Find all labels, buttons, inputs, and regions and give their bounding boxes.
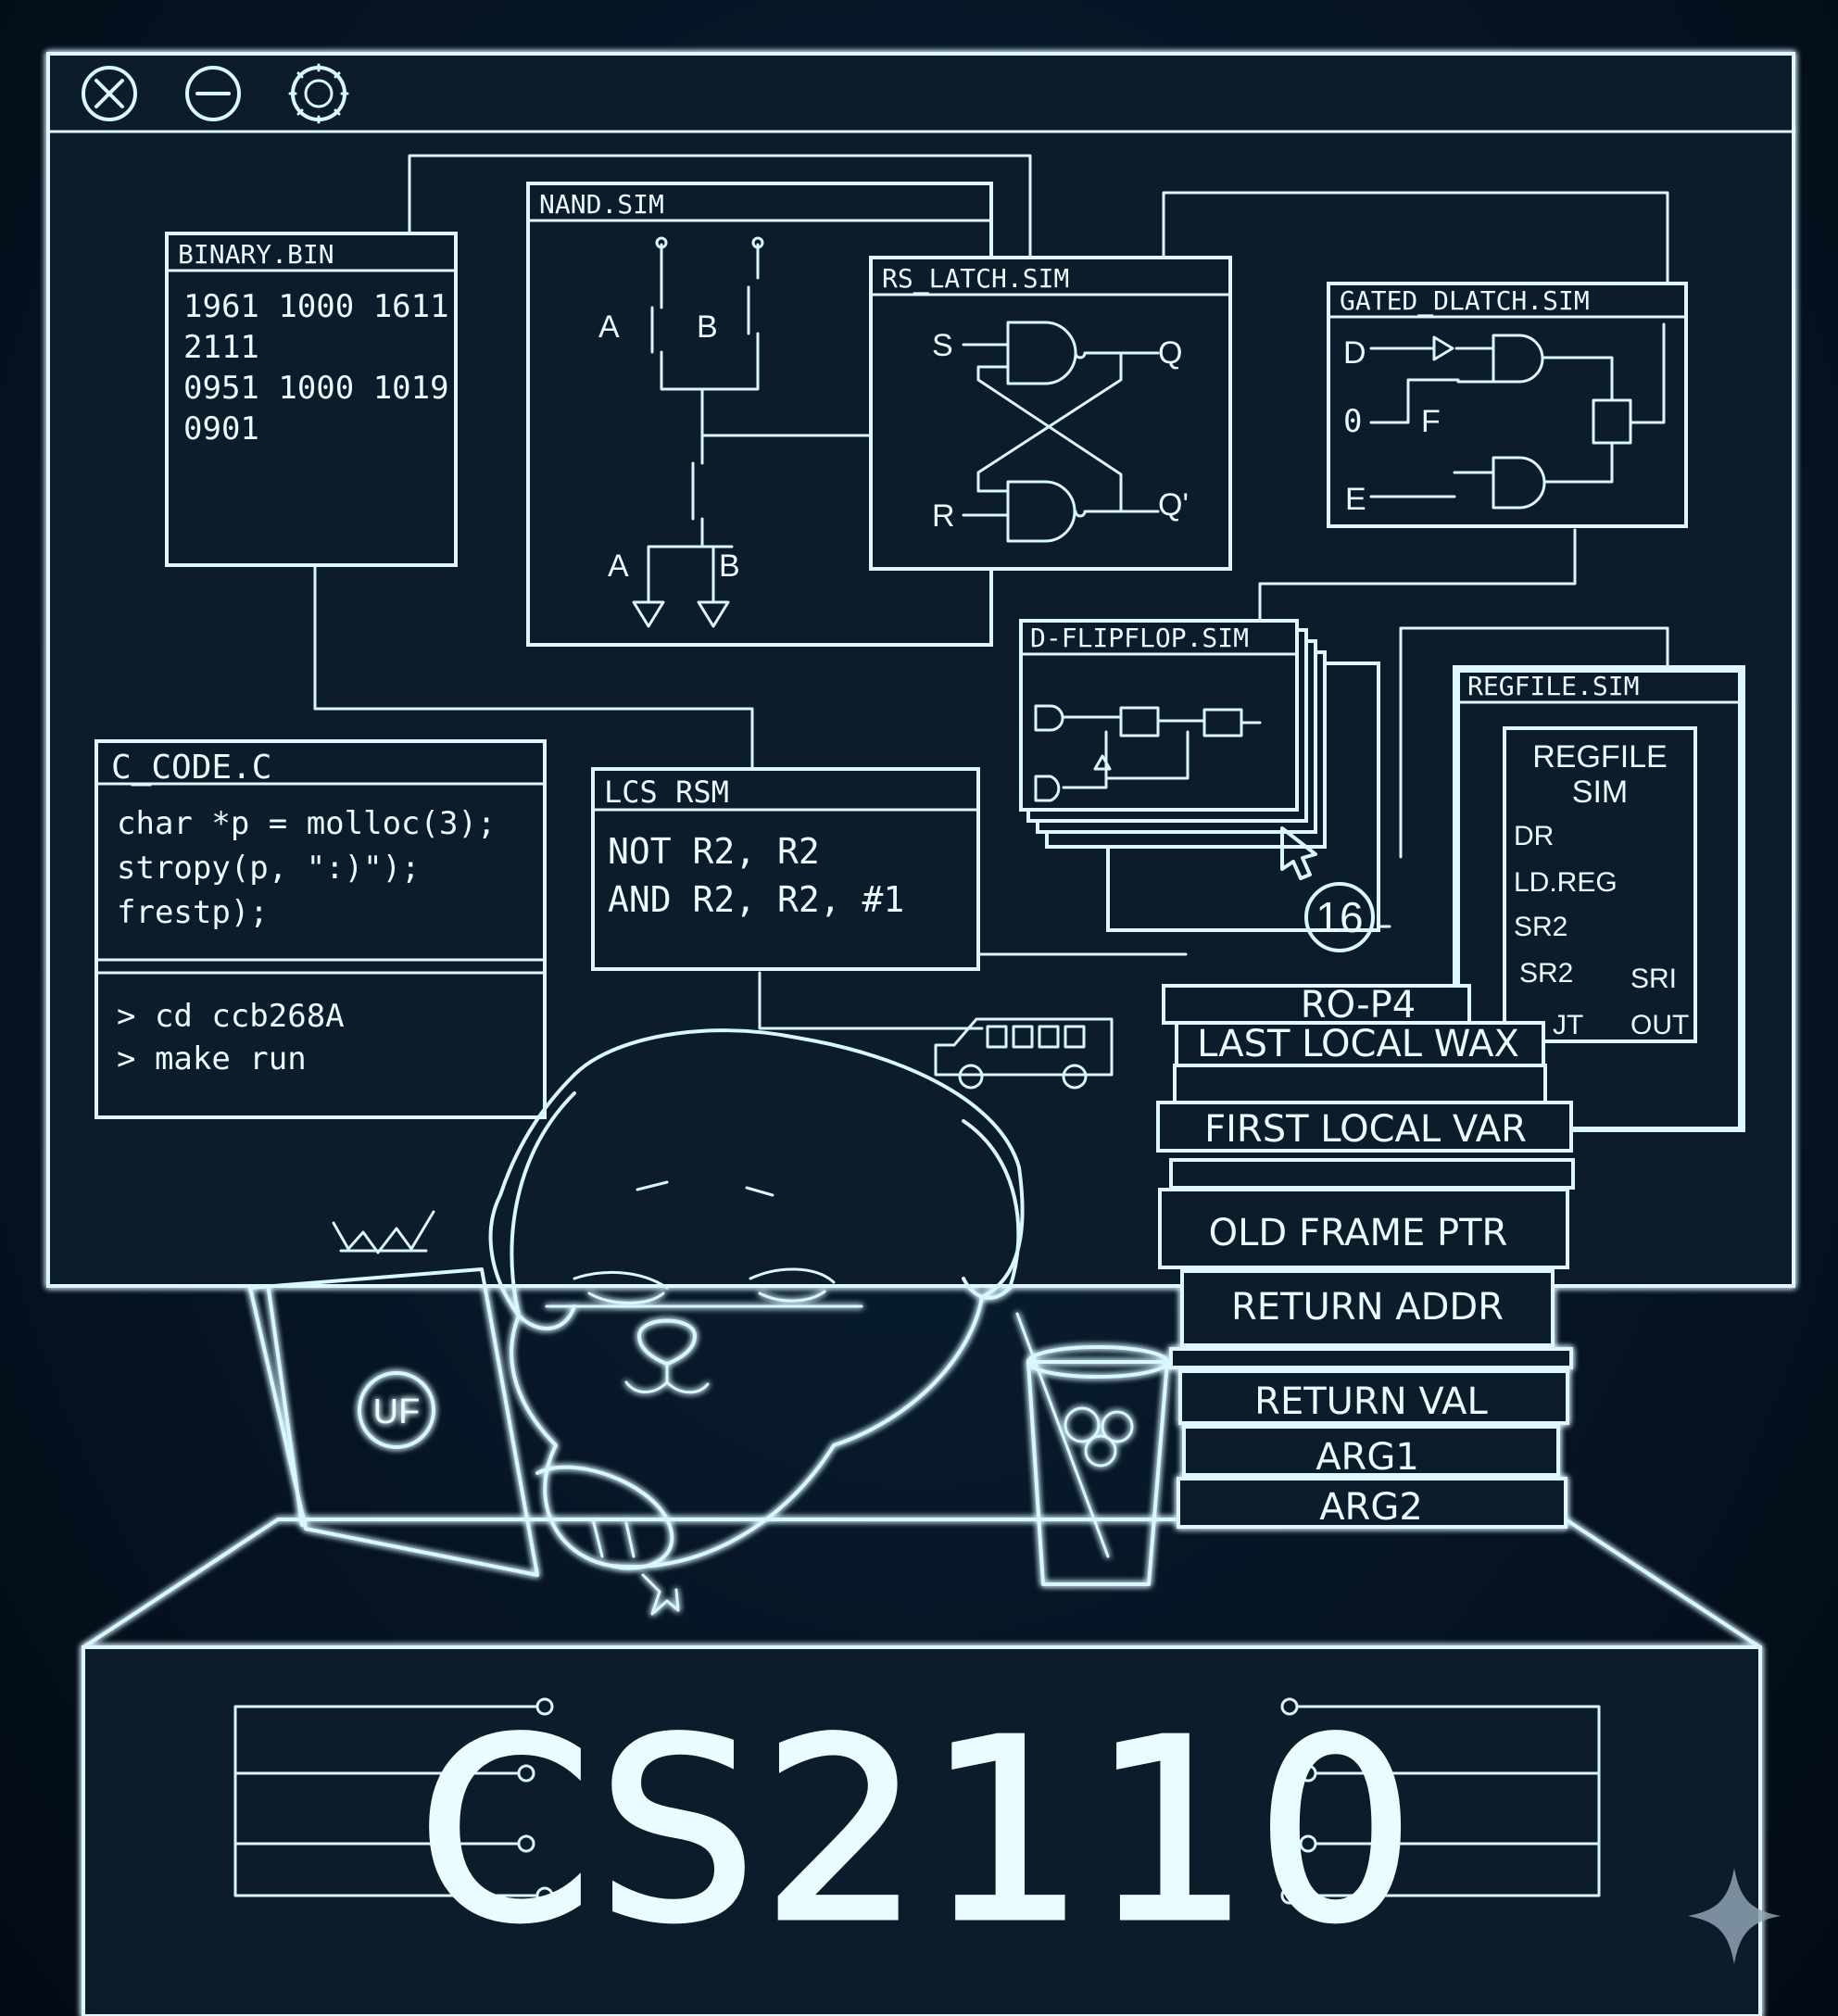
regfile-row: SR2 bbox=[1519, 958, 1573, 989]
code-line: char *p = molloc(3); bbox=[117, 805, 496, 842]
book bbox=[1180, 1269, 1555, 1347]
gated-dlatch-window[interactable]: GATED_DLATCH.SIM D 0 F E bbox=[1327, 282, 1688, 528]
lcs-window[interactable]: LCS RSM NOT R2, R2 AND R2, R2, #1 bbox=[591, 767, 980, 971]
book-label: OLD FRAME PTR bbox=[1209, 1212, 1508, 1254]
cursor-badge bbox=[1304, 882, 1375, 952]
regfile-row: LD.REG bbox=[1514, 867, 1618, 898]
settings-button[interactable] bbox=[288, 63, 349, 124]
book bbox=[1169, 1158, 1575, 1190]
book-label: RO-P4 bbox=[1301, 984, 1416, 1027]
dog-illustration bbox=[488, 1028, 1025, 1616]
rs-label-q-bar: Q' bbox=[1158, 487, 1189, 523]
gated-dlatch-schematic: D 0 F E bbox=[1343, 322, 1666, 517]
regfile-right-label: SRI bbox=[1630, 964, 1677, 994]
c-code-window-title: C_CODE.C bbox=[111, 749, 271, 787]
stack-frame-books: RO-P4 LAST LOCAL WAX FIRST LOCAL VAR OLD… bbox=[1156, 984, 1575, 1529]
laptop-logo-text: UF bbox=[373, 1392, 421, 1431]
book bbox=[1177, 1477, 1567, 1529]
c-code-window[interactable]: C_CODE.C char *p = molloc(3); stropy(p, … bbox=[94, 739, 547, 1119]
d-flipflop-schematic bbox=[1034, 704, 1262, 802]
rs-label-q: Q bbox=[1158, 335, 1182, 371]
minimize-button[interactable] bbox=[185, 66, 241, 121]
asm-line: AND R2, R2, #1 bbox=[608, 879, 904, 920]
dlatch-label-zero: 0 bbox=[1343, 403, 1362, 440]
laptop-logo bbox=[358, 1371, 435, 1449]
connector-wires bbox=[313, 154, 1669, 1132]
binary-line: 0951 1000 1019 bbox=[183, 370, 449, 407]
regfile-bottom-right: OUT bbox=[1630, 1010, 1689, 1040]
rs-latch-window-title: RS_LATCH.SIM bbox=[882, 263, 1069, 295]
binary-window-title: BINARY.BIN bbox=[178, 239, 334, 270]
nand-window-title: NAND.SIM bbox=[539, 189, 664, 220]
regfile-inner-subtitle: SIM bbox=[1572, 775, 1628, 810]
book bbox=[1182, 1425, 1560, 1477]
book-label: RETURN VAL bbox=[1254, 1380, 1488, 1423]
gated-dlatch-window-title: GATED_DLATCH.SIM bbox=[1340, 285, 1590, 317]
binary-line: 2111 bbox=[183, 329, 259, 366]
terminal-line: > make run bbox=[117, 1040, 307, 1077]
lcs-window-title: LCS RSM bbox=[604, 775, 729, 810]
regfile-row: SR2 bbox=[1514, 912, 1567, 942]
book bbox=[1178, 1369, 1569, 1425]
minimize-icon[interactable] bbox=[185, 66, 241, 121]
binary-line: 1961 1000 1611 bbox=[183, 288, 449, 325]
d-flipflop-window[interactable]: D-FLIPFLOP.SIM 16 bbox=[1019, 619, 1380, 952]
close-icon[interactable] bbox=[82, 66, 137, 121]
drink-cup-icon bbox=[1015, 1312, 1169, 1586]
regfile-row: DR bbox=[1514, 821, 1554, 851]
regfile-bottom-left: JT bbox=[1553, 1010, 1583, 1040]
rs-latch-schematic: S R Q Q' bbox=[932, 321, 1189, 543]
book bbox=[1169, 1347, 1573, 1369]
nand-label-b: B bbox=[697, 309, 718, 345]
close-button[interactable] bbox=[82, 66, 137, 121]
rs-label-r: R bbox=[932, 498, 955, 534]
desk-title-panel: CS2110 bbox=[233, 1683, 1601, 1980]
asm-line: NOT R2, R2 bbox=[608, 831, 820, 872]
code-line: frestp); bbox=[117, 894, 269, 931]
cursor-icon bbox=[1280, 826, 1317, 880]
laptop: UF bbox=[248, 1210, 539, 1577]
regfile-inner-title: REGFILE bbox=[1532, 739, 1667, 775]
nand-transistor-schematic: A B A B bbox=[598, 236, 993, 628]
nand-label-a: A bbox=[598, 309, 620, 345]
book bbox=[1175, 1021, 1545, 1067]
book bbox=[1158, 1188, 1569, 1269]
book-label: FIRST LOCAL VAR bbox=[1204, 1108, 1527, 1151]
d-flipflop-window-title: D-FLIPFLOP.SIM bbox=[1030, 623, 1249, 653]
nand-label-b-bottom: B bbox=[719, 548, 740, 584]
code-line: stropy(p, ":)"); bbox=[117, 850, 421, 887]
binary-line: 0901 bbox=[183, 410, 259, 447]
terminal-line: > cd ccb268A bbox=[117, 998, 345, 1035]
dlatch-label-e: E bbox=[1345, 482, 1366, 517]
sparkle-icon bbox=[1688, 1868, 1781, 1964]
book-label: LAST LOCAL WAX bbox=[1197, 1023, 1519, 1065]
dlatch-label-f: F bbox=[1421, 404, 1441, 439]
book-label: RETURN ADDR bbox=[1231, 1286, 1504, 1329]
book-label: ARG2 bbox=[1319, 1486, 1423, 1529]
cursor-badge-number: 16 bbox=[1316, 893, 1363, 941]
nand-label-a-bottom: A bbox=[608, 548, 629, 584]
book bbox=[1162, 984, 1471, 1025]
bus-icon bbox=[934, 1017, 1114, 1090]
dlatch-label-d: D bbox=[1343, 335, 1366, 371]
desk bbox=[82, 1518, 1762, 2016]
course-title: CS2110 bbox=[417, 1685, 1420, 1977]
binary-window[interactable]: BINARY.BIN 1961 1000 1611 2111 0951 1000… bbox=[165, 232, 458, 567]
book-label: ARG1 bbox=[1316, 1436, 1419, 1479]
regfile-window-title: REGFILE.SIM bbox=[1467, 671, 1639, 701]
rs-label-s: S bbox=[932, 328, 953, 363]
book bbox=[1173, 1064, 1547, 1104]
book bbox=[1156, 1101, 1573, 1153]
rs-latch-window[interactable]: RS_LATCH.SIM S R Q Q' bbox=[869, 256, 1232, 571]
